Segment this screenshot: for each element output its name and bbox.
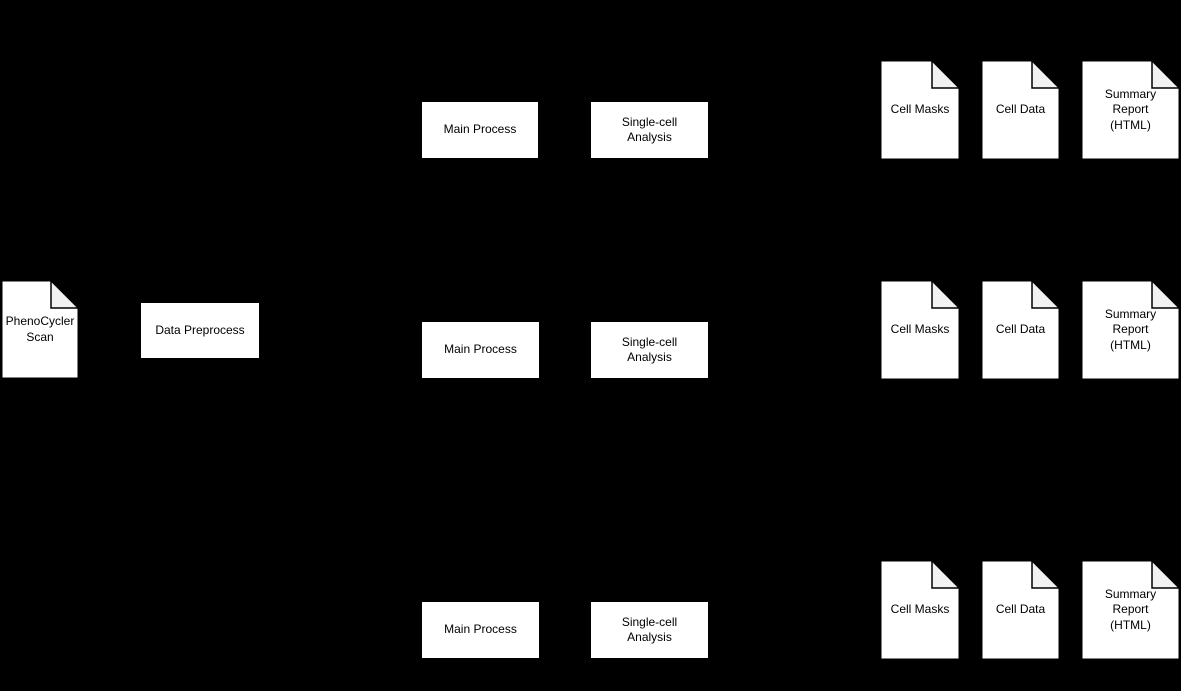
main-process-label-2: Main Process <box>444 342 517 357</box>
folded-corner-icon <box>1151 280 1180 309</box>
folded-corner-icon <box>1151 60 1180 89</box>
folded-corner-icon <box>931 60 960 89</box>
single-cell-analysis-label-3: Single-cell Analysis <box>621 614 678 644</box>
main-process-label-1: Main Process <box>443 122 517 137</box>
document-shape <box>1081 280 1180 380</box>
single-cell-analysis-box-2: Single-cell Analysis <box>590 321 709 379</box>
folded-corner-icon <box>1031 280 1060 309</box>
single-cell-analysis-label-2: Single-cell Analysis <box>621 334 678 364</box>
folded-corner-icon <box>931 280 960 309</box>
folded-corner-icon <box>1031 560 1060 589</box>
data-preprocess-label: Data Preprocess <box>155 322 245 337</box>
cell-masks-document-2: Cell Masks <box>880 280 960 380</box>
main-process-box-3: Main Process <box>421 601 540 659</box>
folded-corner-icon <box>1031 60 1060 89</box>
data-preprocess-box: Data Preprocess <box>140 302 260 359</box>
summary-report-document-2: Summary Report (HTML) <box>1081 280 1180 380</box>
document-shape <box>1081 60 1180 160</box>
document-shape <box>880 560 960 660</box>
cell-data-document-3: Cell Data <box>981 560 1060 660</box>
cell-masks-document-1: Cell Masks <box>880 60 960 160</box>
summary-report-document-1: Summary Report (HTML) <box>1081 60 1180 160</box>
single-cell-analysis-box-1: Single-cell Analysis <box>590 101 709 159</box>
document-shape <box>880 60 960 160</box>
document-shape <box>981 280 1060 380</box>
cell-data-document-2: Cell Data <box>981 280 1060 380</box>
single-cell-analysis-label-1: Single-cell Analysis <box>621 114 678 144</box>
single-cell-analysis-box-3: Single-cell Analysis <box>590 601 709 659</box>
folded-corner-icon <box>931 560 960 589</box>
cell-masks-document-3: Cell Masks <box>880 560 960 660</box>
main-process-box-1: Main Process <box>421 101 539 159</box>
document-shape <box>1 280 79 379</box>
document-shape <box>1081 560 1180 660</box>
main-process-label-3: Main Process <box>444 622 517 637</box>
main-process-box-2: Main Process <box>421 321 540 379</box>
phenocycler-scan-document: PhenoCycler Scan <box>1 280 79 379</box>
summary-report-document-3: Summary Report (HTML) <box>1081 560 1180 660</box>
document-shape <box>981 560 1060 660</box>
cell-data-document-1: Cell Data <box>981 60 1060 160</box>
document-shape <box>880 280 960 380</box>
document-shape <box>981 60 1060 160</box>
folded-corner-icon <box>50 280 79 309</box>
folded-corner-icon <box>1151 560 1180 589</box>
